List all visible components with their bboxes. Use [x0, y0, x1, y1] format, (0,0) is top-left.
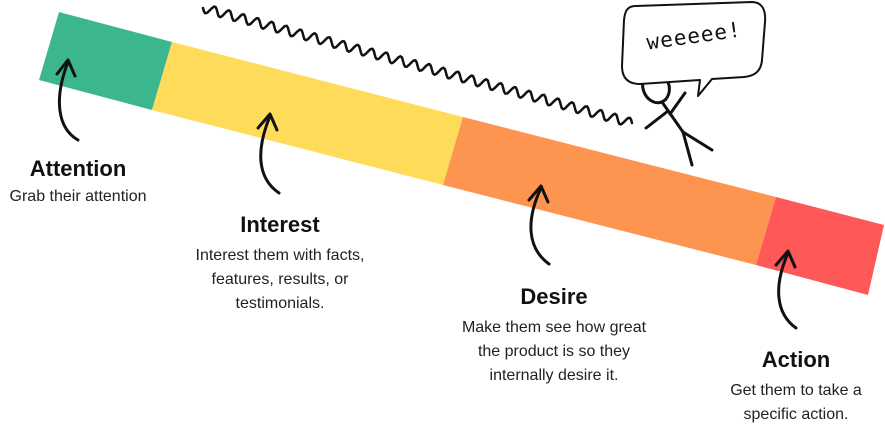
label-attention: Attention Grab their attention: [0, 156, 160, 209]
arrow-desire: [527, 184, 551, 266]
bar-segment-action: [756, 197, 884, 295]
stage-desc-action-line-2: specific action.: [743, 406, 849, 423]
arrow-attention: [55, 58, 80, 142]
stage-desc-interest-line-3: testimonials.: [235, 295, 325, 312]
stage-desc-attention-line-1: Grab their attention: [9, 188, 147, 205]
label-interest: Interest Interest them with facts, featu…: [174, 212, 386, 316]
speech-bubble: [621, 1, 767, 97]
stage-title-action: Action: [761, 347, 831, 372]
stage-desc-desire-line-3: internally desire it.: [489, 367, 619, 384]
stage-desc-desire-line-2: the product is so they: [477, 343, 631, 360]
bar-segment-desire: [443, 117, 776, 265]
arrow-interest: [256, 112, 281, 195]
label-action: Action Get them to take a specific actio…: [710, 347, 882, 427]
squiggle-motion-line: [201, 5, 634, 126]
bar-segment-attention: [39, 12, 172, 110]
stage-title-desire: Desire: [520, 284, 588, 309]
stage-title-attention: Attention: [29, 156, 127, 181]
stage-desc-interest-line-1: Interest them with facts,: [195, 247, 365, 264]
stage-title-interest: Interest: [240, 212, 320, 237]
bar-segment-interest: [152, 42, 463, 185]
arrow-action: [774, 249, 798, 330]
label-desire: Desire Make them see how great the produ…: [438, 284, 670, 388]
stage-desc-action-line-1: Get them to take a: [730, 382, 862, 399]
stage-desc-interest-line-2: features, results, or: [211, 271, 349, 288]
stage-desc-desire-line-1: Make them see how great: [461, 319, 647, 336]
